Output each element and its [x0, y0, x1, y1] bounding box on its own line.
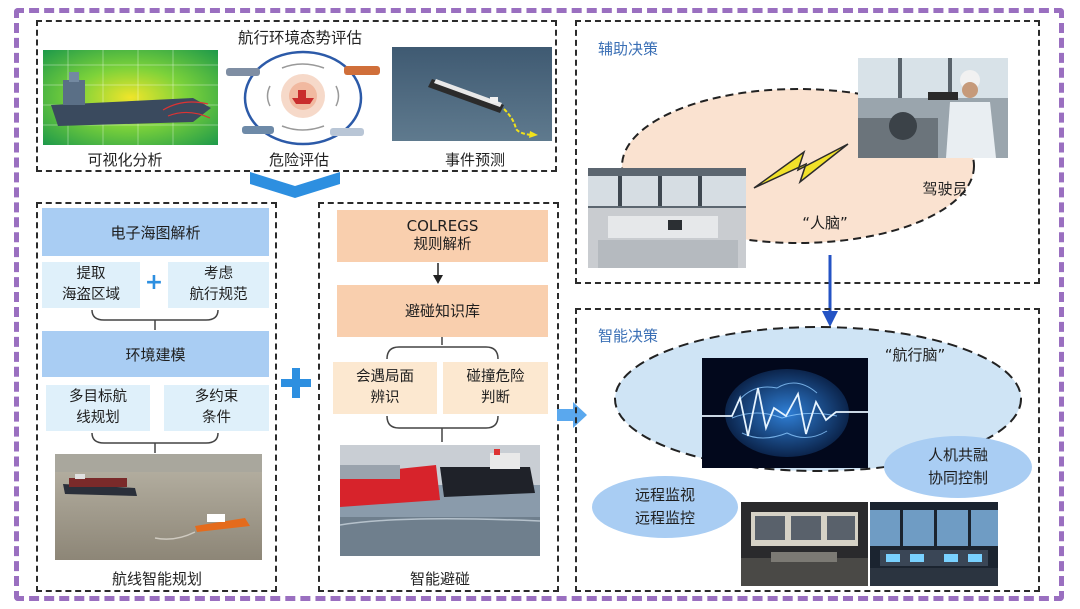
event-prediction-image [392, 47, 552, 141]
extract-label: 提取 海盗区域 [62, 265, 120, 303]
down-chevron-icon [250, 172, 340, 198]
collision-avoidance-image [340, 445, 540, 556]
multi-target-box: 多目标航 线规划 [46, 385, 150, 431]
situation-assessment-title: 航行环境态势评估 [237, 29, 362, 47]
control-room-photo-2 [870, 502, 998, 586]
encounter-label: 会遇局面 辨识 [356, 368, 414, 406]
colregs-line1: COLREGS [406, 217, 479, 236]
chart-parse-box: 电子海图解析 [42, 208, 269, 256]
collision-bracket-1 [386, 337, 499, 360]
remote-ellipse [592, 476, 738, 538]
route-planning-caption: 航线智能规划 [111, 570, 202, 588]
lightning-icon [753, 143, 849, 189]
assist-decision-title: 辅助决策 [598, 40, 659, 58]
consider-label: 考虑 航行规范 [189, 265, 248, 303]
extract-box: 提取 海盗区域 [42, 262, 140, 308]
smart-decision-panel [575, 308, 1040, 592]
collision-avoidance-panel [318, 202, 559, 592]
route-planning-panel [36, 202, 277, 592]
visualization-label: 可视化分析 [87, 151, 163, 169]
multi-constraint-label: 多约束 条件 [194, 388, 239, 426]
human-brain-label: “人脑” [802, 214, 848, 232]
multi-target-label: 多目标航 线规划 [69, 388, 127, 426]
outer-frame [14, 8, 1064, 601]
route-bracket-1 [91, 309, 219, 330]
plus-small-icon: + [144, 270, 164, 295]
pilot-label: 驾驶员 [922, 180, 968, 198]
situation-assessment-panel [36, 20, 557, 172]
environment-model-box: 环境建模 [42, 331, 269, 377]
pilot-photo [858, 58, 1008, 158]
bridge-photo [588, 168, 746, 268]
colregs-arrow [433, 263, 443, 284]
multi-constraint-box: 多约束 条件 [164, 385, 269, 431]
encounter-box: 会遇局面 辨识 [333, 362, 437, 414]
down-arrow-icon [822, 255, 838, 327]
collision-risk-box: 碰撞危险 判断 [443, 362, 548, 414]
risk-assessment-label: 危险评估 [268, 151, 329, 169]
collision-bracket-2 [386, 415, 499, 442]
right-arrow-icon [557, 402, 587, 428]
colregs-line2: 规则解析 [413, 237, 472, 254]
collision-risk-label: 碰撞危险 判断 [466, 368, 525, 406]
visualization-image [43, 50, 218, 145]
assist-decision-panel [575, 20, 1040, 284]
colregs-box: COLREGS 规则解析 [337, 210, 548, 262]
control-room-photo-1 [741, 502, 868, 586]
consider-box: 考虑 航行规范 [168, 262, 269, 308]
coop-label: 人机共融 协同控制 [927, 446, 988, 487]
navigation-brain-label: “航行脑” [884, 346, 946, 364]
route-bracket-2 [91, 432, 219, 453]
risk-assessment-graphic [222, 48, 384, 148]
knowledge-base-box: 避碰知识库 [337, 285, 548, 337]
remote-label: 远程监视 远程监控 [634, 486, 695, 527]
big-plus-icon [281, 368, 311, 398]
coop-ellipse [884, 436, 1032, 498]
smart-decision-title: 智能决策 [598, 327, 659, 345]
collision-avoidance-caption: 智能避碰 [409, 570, 470, 588]
event-prediction-label: 事件预测 [444, 151, 505, 169]
navigation-brain-image [702, 358, 868, 468]
route-planning-image [55, 454, 262, 560]
